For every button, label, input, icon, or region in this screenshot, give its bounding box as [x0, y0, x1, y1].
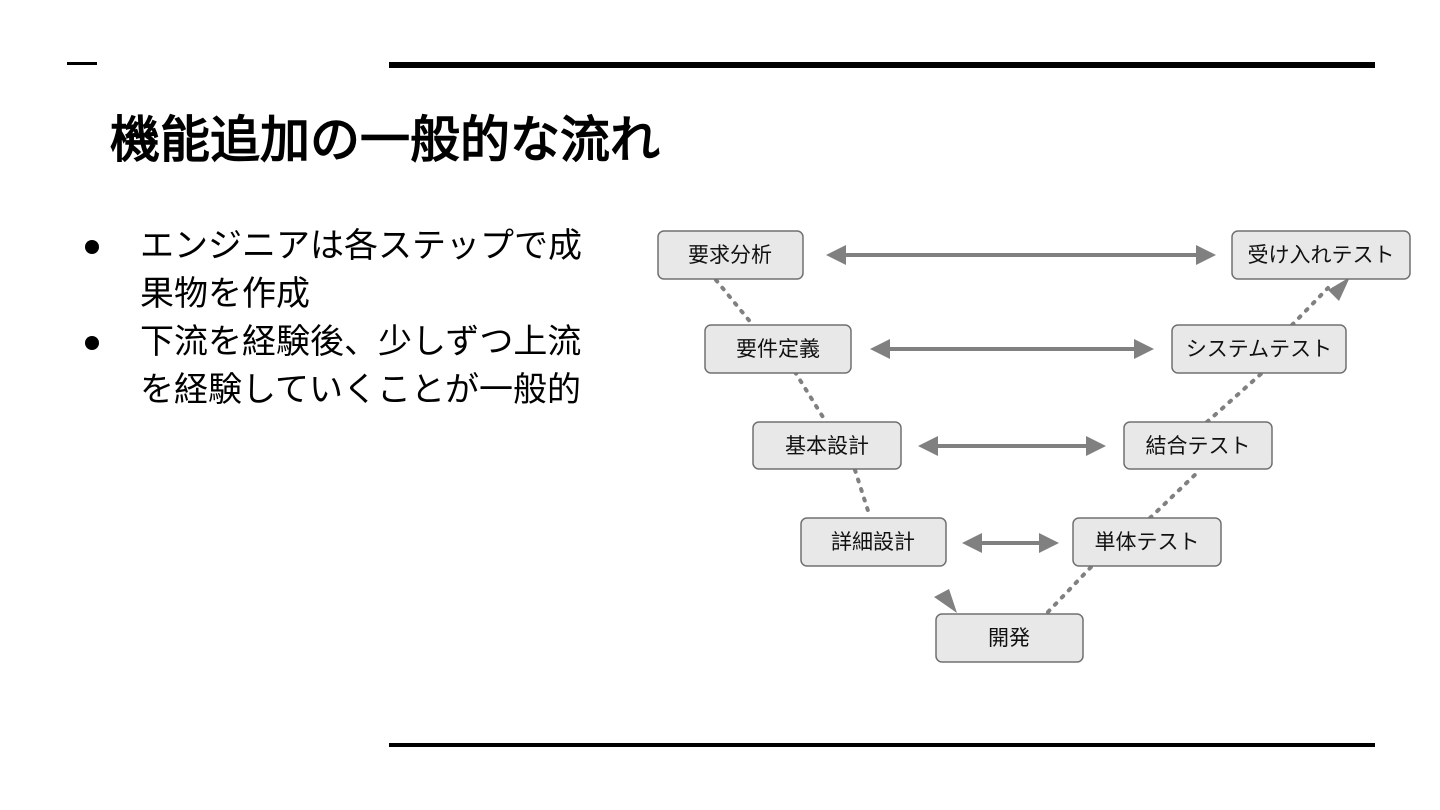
node-label: システムテスト: [1186, 337, 1332, 361]
arrowhead-into-acceptance-icon: [1328, 277, 1350, 301]
node-unit-test: 単体テスト: [1072, 517, 1222, 567]
bottom-rule: [389, 743, 1375, 747]
connector-dev-to-unit: [1046, 564, 1094, 614]
connector-req-to-spec: [714, 278, 754, 326]
node-system-test: システムテスト: [1171, 324, 1347, 374]
connector-integration-to-system: [1205, 371, 1264, 424]
bullet-dot-icon: [85, 240, 99, 254]
bullet-text: エンジニアは各ステップで成果物を作成: [140, 226, 582, 314]
correspondence-arrows: [826, 245, 1216, 553]
node-basic-design: 基本設計: [752, 421, 902, 470]
node-label: 単体テスト: [1095, 530, 1200, 554]
node-requirement-definition: 要件定義: [704, 324, 852, 374]
node-detailed-design: 詳細設計: [800, 517, 947, 567]
node-label: 要求分析: [688, 243, 772, 267]
flow-arrowheads: [934, 277, 1350, 613]
node-label: 開発: [988, 626, 1030, 650]
node-label: 受け入れテスト: [1248, 243, 1395, 267]
bullet-dot-icon: [85, 336, 99, 350]
node-label: 基本設計: [785, 434, 869, 458]
node-label: 要件定義: [736, 337, 820, 361]
slide-title: 機能追加の一般的な流れ: [110, 111, 660, 169]
flow-connectors: [714, 278, 1330, 614]
bullet-list: エンジニアは各ステップで成果物を作成 下流を経験後、少しずつ上流を経験していくこ…: [80, 222, 620, 414]
connector-system-to-acceptance: [1290, 286, 1330, 327]
arrowhead-into-dev-icon: [934, 589, 957, 613]
node-label: 詳細設計: [831, 530, 915, 554]
top-rule: [389, 62, 1375, 68]
connector-unit-to-integration: [1148, 468, 1202, 520]
connector-spec-to-basic: [793, 370, 828, 424]
connector-basic-to-detail: [853, 468, 872, 519]
bullet-text: 下流を経験後、少しずつ上流を経験していくことが一般的: [140, 322, 582, 410]
bullet-item: 下流を経験後、少しずつ上流を経験していくことが一般的: [80, 318, 620, 414]
bullet-item: エンジニアは各ステップで成果物を作成: [80, 222, 620, 318]
node-acceptance-test: 受け入れテスト: [1231, 230, 1411, 280]
node-requirement-analysis: 要求分析: [657, 230, 804, 280]
node-label: 結合テスト: [1146, 434, 1251, 458]
node-development: 開発: [935, 613, 1084, 663]
node-integration-test: 結合テスト: [1123, 421, 1273, 470]
title-dash: [67, 62, 97, 65]
